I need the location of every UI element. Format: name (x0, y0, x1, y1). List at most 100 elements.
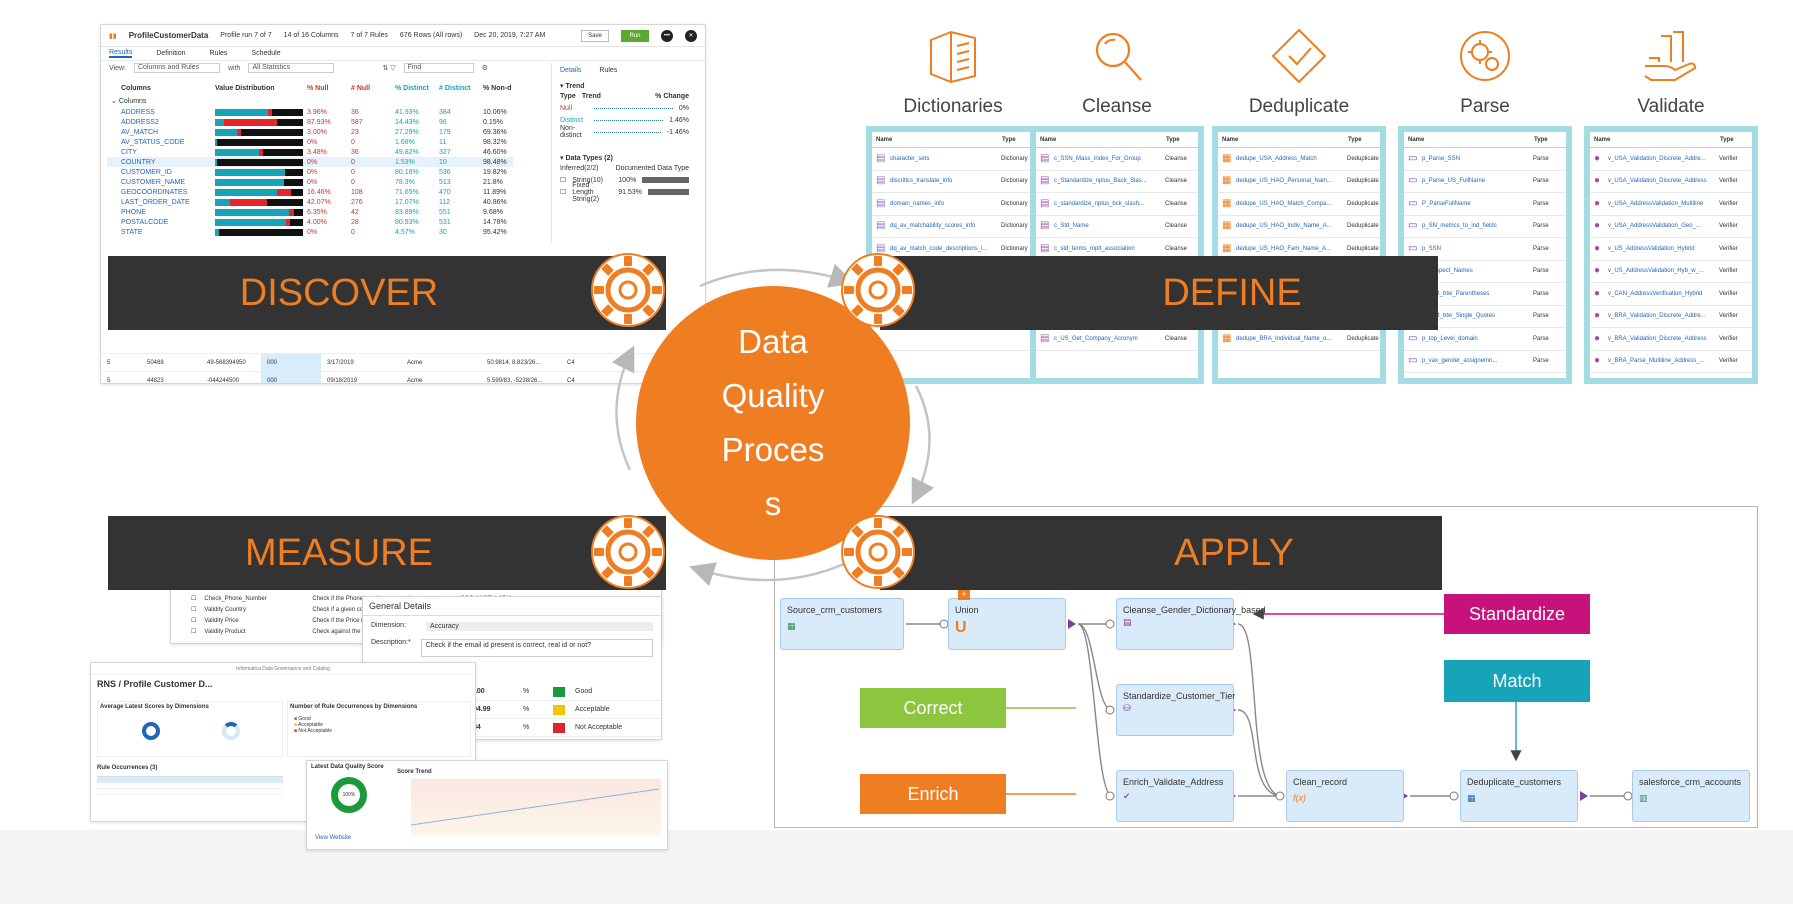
type-column[interactable]: Type (1534, 136, 1548, 143)
node-standardize-customer-tier[interactable]: Standardize_Customer_Tier⛁ (1116, 684, 1235, 736)
rule-name[interactable]: ●v_USA_AddressValidation_Geo_... (1590, 221, 1716, 231)
node-enrich-validate-address[interactable]: Enrich_Validate_Address✔ (1116, 770, 1234, 822)
tab-results[interactable]: Results (109, 49, 133, 58)
add-icon[interactable]: + (958, 588, 970, 600)
rule-name[interactable]: ▤c_SSN_Mass_Index_For_Group (1036, 154, 1162, 164)
rule-name[interactable]: ▤dq_av_match_code_descriptions_i... (872, 244, 998, 254)
table-header[interactable]: Name Type (1404, 132, 1566, 148)
rule-name[interactable]: ▭p_SSN (1404, 244, 1530, 254)
rule-name[interactable]: ▤character_sets (872, 154, 998, 164)
table-row[interactable] (872, 328, 1034, 351)
find-input[interactable]: Find (403, 63, 474, 73)
column-name[interactable]: GEOCOORDINATES (121, 188, 188, 196)
name-column[interactable]: Name (1594, 136, 1611, 143)
rule-name[interactable]: ▤domain_names_info (872, 199, 998, 209)
checkbox[interactable]: ☐ (191, 607, 197, 613)
tab-details[interactable]: Details (560, 67, 582, 74)
rule-name[interactable]: ●v_USA_Validation_Discrete_Address (1590, 176, 1716, 186)
table-header[interactable]: Name Type (1218, 132, 1380, 148)
node-deduplicate-customers[interactable]: Deduplicate_customers▦ (1460, 770, 1578, 822)
table-row[interactable]: ▦dedupe_US_HAO_Match_Compa...Deduplicate (1218, 193, 1380, 216)
name-column[interactable]: Name (1408, 136, 1425, 143)
node-salesforce-crm-accounts[interactable]: salesforce_crm_accounts▥ (1632, 770, 1750, 822)
close-icon[interactable]: ✕ (685, 29, 697, 42)
table-row[interactable]: ●v_USA_Validation_Discrete_Addre...Verif… (1590, 148, 1752, 171)
table-row[interactable]: ▦dedupe_US_HAO_Indiv_Name_A...Deduplicat… (1218, 216, 1380, 238)
more-icon[interactable]: ••• (661, 29, 673, 42)
column-name[interactable]: AV_STATUS_CODE (121, 138, 185, 146)
rule-name[interactable]: ●v_BRA_Validation_Discrete_Addre... (1590, 311, 1716, 321)
rule-name[interactable]: ▭p_Parse_SSN (1404, 154, 1530, 164)
type-column[interactable]: Type (1348, 136, 1362, 143)
table-row[interactable]: ▦dedupe_US_HAO_Personal_Nam...Deduplicat… (1218, 171, 1380, 193)
name-column[interactable]: Name (1222, 136, 1239, 143)
threshold-value[interactable]: 84 (473, 724, 481, 731)
checkbox[interactable]: ☐ (191, 629, 197, 635)
rule-name[interactable]: ●v_US_AddressValidation_Hyb_w_... (1590, 266, 1716, 276)
rule-name[interactable]: ▤c_US_Get_Company_Acronym (1036, 334, 1162, 344)
rule-name[interactable]: ●v_USA_Validation_Discrete_Addre... (1590, 154, 1716, 164)
tab-side-rules[interactable]: Rules (599, 67, 618, 74)
tab-definition[interactable]: Definition (156, 50, 186, 57)
rule-name[interactable]: ●v_USA_AddressValidation_Multiline (1590, 199, 1716, 209)
rule-name[interactable]: ▭p_top_Level_domain (1404, 334, 1530, 344)
table-row[interactable]: ●v_BRA_Validation_Discrete_Addre...Verif… (1590, 306, 1752, 328)
checkbox[interactable]: ☐ (191, 618, 197, 624)
column-name[interactable]: AV_MATCH (121, 128, 159, 136)
node-cleanse-gender[interactable]: Cleanse_Gender_Dictionary_based▤ (1116, 598, 1266, 650)
table-row[interactable]: ▤c_standardize_nplus_bck_slash...Cleanse (1036, 193, 1198, 216)
table-row[interactable]: ●v_BRA_Parse_Multiline_Address_...Verifi… (1590, 351, 1752, 373)
rule-name[interactable]: ▦dedupe_US_HAO_Indiv_Name_A... (1218, 221, 1344, 231)
column-name[interactable]: POSTALCODE (121, 218, 169, 226)
tab-schedule[interactable]: Schedule (251, 50, 281, 57)
description-input[interactable]: Check if the email id present is correct… (420, 639, 653, 657)
column-name[interactable]: LAST_ORDER_DATE (121, 198, 190, 206)
view-link[interactable]: View Website (315, 835, 352, 841)
column-name[interactable]: PHONE (121, 208, 146, 216)
checkbox[interactable]: ☐ (191, 596, 197, 602)
name-column[interactable]: Name (876, 136, 893, 143)
settings-icon[interactable]: ⚙ (481, 65, 488, 72)
rule-name[interactable]: ▤c_Standardize_nplus_Back_Slas... (1036, 176, 1162, 186)
checkbox[interactable]: ☐ (560, 189, 567, 196)
dimension-value[interactable]: Accuracy (426, 622, 653, 631)
table-row[interactable]: ▤c_Standardize_nplus_Back_Slas...Cleanse (1036, 171, 1198, 193)
rule-name[interactable]: ▦dedupe_US_HAO_Personal_Nam... (1218, 176, 1344, 186)
type-column[interactable]: Type (1002, 136, 1016, 143)
rule-name[interactable]: ▦dedupe_BRA_Individual_Name_o... (1218, 334, 1344, 344)
threshold-value[interactable]: 94.99 (473, 706, 491, 713)
table-row[interactable]: ●v_US_AddressValidation_Hyb_w_...Verifie… (1590, 261, 1752, 283)
rule-name[interactable]: ▭p_Parse_US_FullName (1404, 176, 1530, 186)
rule-name[interactable]: ▤c_std_terms_mplt_association (1036, 244, 1162, 254)
run-button[interactable]: Run (621, 29, 649, 42)
column-name[interactable]: ADDRESS (121, 108, 155, 116)
column-name[interactable]: CUSTOMER_ID (121, 168, 172, 176)
rule-name[interactable]: ●v_BRA_Parse_Multiline_Address_... (1590, 356, 1716, 366)
rule-name[interactable]: ●v_CAN_AddressVerification_Hybrid (1590, 289, 1716, 299)
